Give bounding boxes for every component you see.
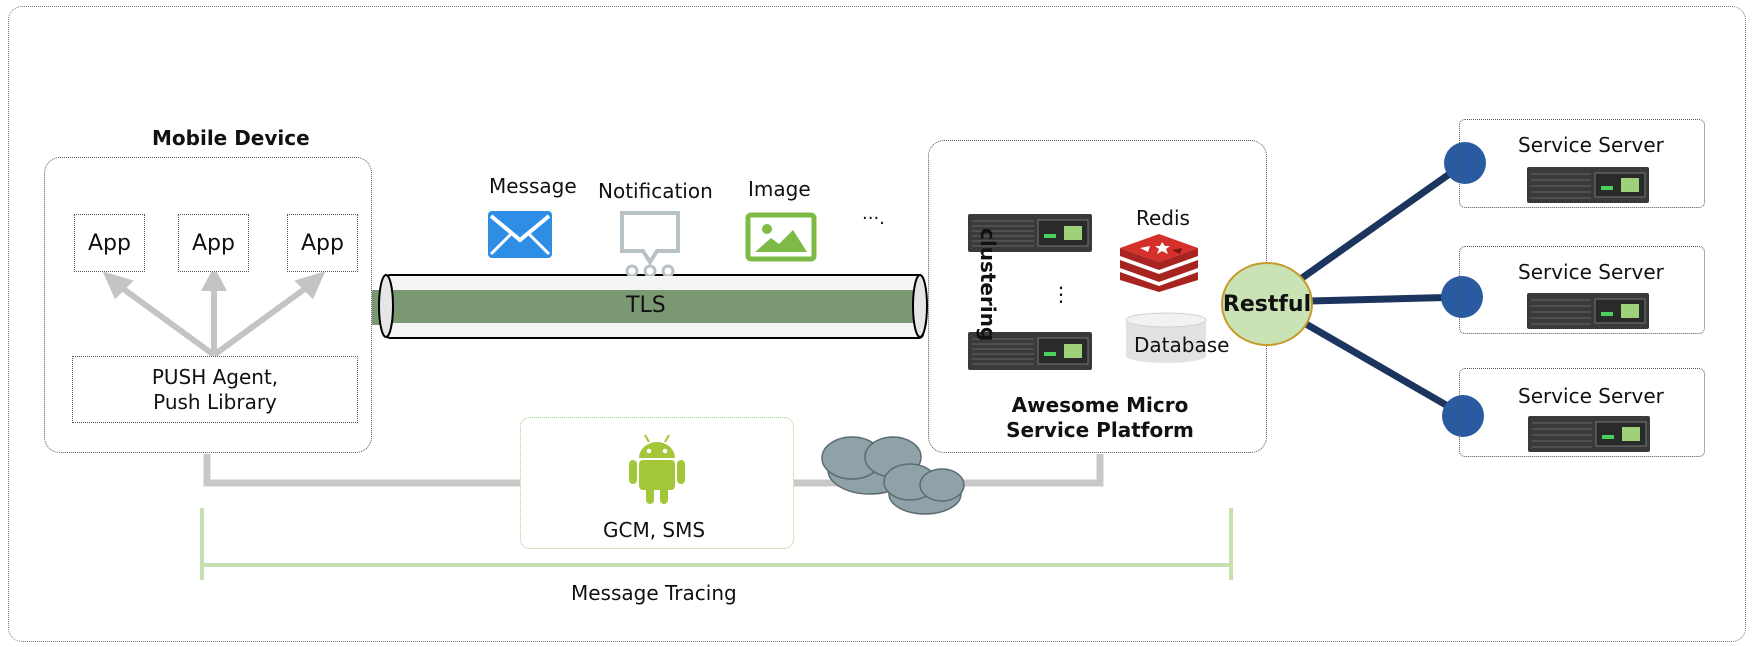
notification-icon: [620, 211, 680, 276]
mobile-device-title: Mobile Device: [152, 126, 310, 150]
service-server-label-1: Service Server: [1518, 133, 1664, 157]
gcm-sms-box: GCM, SMS: [520, 417, 794, 549]
redis-icon: [1120, 234, 1198, 292]
cluster-server-1: [968, 214, 1092, 252]
cluster-ellipsis: ⋮: [1051, 282, 1071, 306]
platform-title-line1: Awesome Micro: [1011, 393, 1189, 417]
clustering-label: clustering: [976, 228, 1000, 342]
app-arrows: [102, 266, 326, 358]
arrowhead-app-1: [102, 271, 134, 300]
cloud-icon: [821, 436, 965, 515]
cluster-server-2: [968, 332, 1092, 370]
service-server-icon-3: [1528, 416, 1650, 452]
tracing-bracket: [200, 508, 1233, 580]
app-box-1[interactable]: App: [74, 214, 145, 272]
service-server-label-2: Service Server: [1518, 260, 1664, 284]
arrowhead-app-3: [294, 271, 326, 300]
tls-pipe: [372, 274, 928, 339]
arrowhead-app-2: [201, 266, 227, 291]
service-server-icon-1: [1527, 167, 1649, 203]
service-server-label-3: Service Server: [1518, 384, 1664, 408]
service-server-box-2[interactable]: Service Server: [1459, 246, 1705, 334]
arrow-to-app-1: [116, 282, 216, 358]
message-label: Message: [489, 174, 577, 198]
service-server-box-1[interactable]: Service Server: [1459, 119, 1705, 208]
service-dot-1: [1444, 142, 1486, 184]
platform-title: Awesome Micro Service Platform: [1000, 393, 1200, 443]
message-tracing-label: Message Tracing: [571, 581, 737, 605]
tls-label: TLS: [626, 293, 666, 318]
push-agent-line1: PUSH Agent,: [151, 365, 279, 389]
push-agent-line2: Push Library: [153, 390, 277, 414]
image-icon: [745, 212, 817, 262]
app-box-3[interactable]: App: [287, 214, 358, 272]
arrow-to-app-3: [212, 282, 312, 358]
platform-title-line2: Service Platform: [1006, 418, 1194, 442]
envelope-icon: [488, 211, 552, 258]
database-icon: [1125, 312, 1207, 363]
service-server-icon-2: [1527, 293, 1649, 329]
app-box-2[interactable]: App: [178, 214, 249, 272]
image-label: Image: [748, 177, 811, 201]
service-server-box-3[interactable]: Service Server: [1459, 368, 1705, 457]
notification-label: Notification: [598, 179, 713, 203]
redis-label: Redis: [1136, 206, 1190, 230]
more-items-label: ···.: [862, 208, 885, 229]
mobile-device-box: [44, 157, 372, 453]
gcm-sms-label: GCM, SMS: [603, 518, 706, 542]
diagram-frame: [8, 6, 1746, 642]
service-dot-2: [1441, 276, 1483, 318]
restful-node[interactable]: Restful: [1221, 262, 1313, 346]
android-icon: [629, 434, 685, 504]
push-agent-box: PUSH Agent, Push Library: [72, 356, 358, 423]
service-dot-3: [1442, 395, 1484, 437]
database-label: Database: [1134, 333, 1230, 357]
